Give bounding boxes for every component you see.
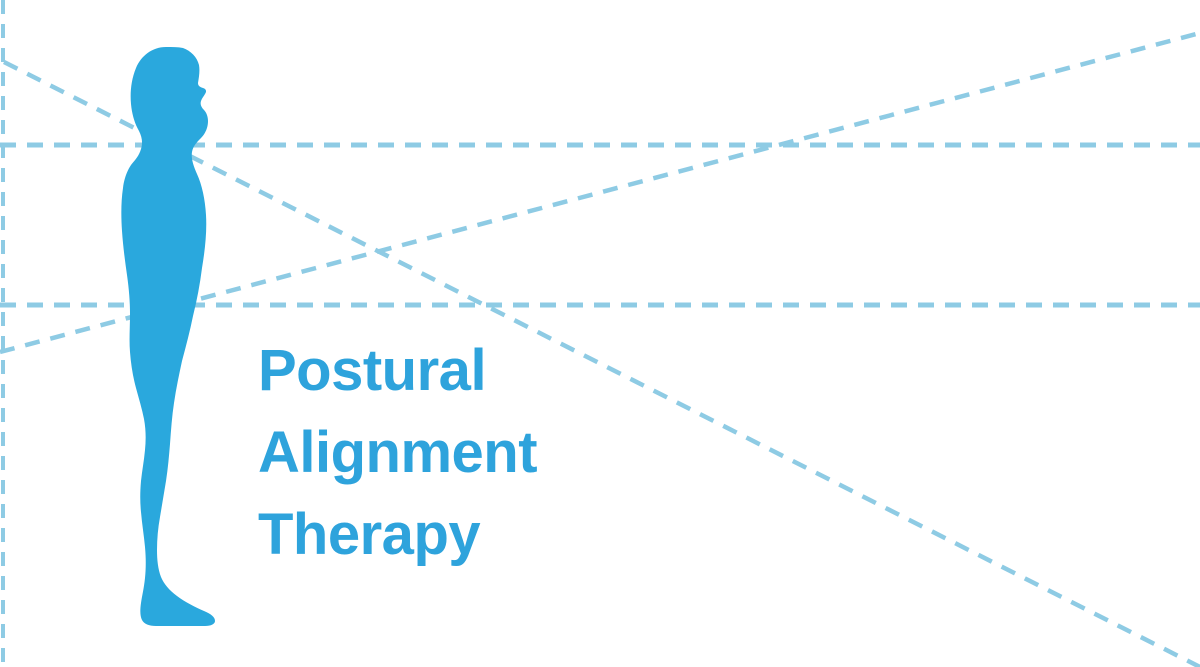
page-title: Postural Alignment Therapy [258, 338, 538, 567]
descending-diagonal-upper [2, 59, 1200, 667]
title-line-3: Therapy [258, 502, 481, 567]
title-line-1: Postural [258, 338, 487, 403]
title-line-2: Alignment [258, 420, 538, 485]
